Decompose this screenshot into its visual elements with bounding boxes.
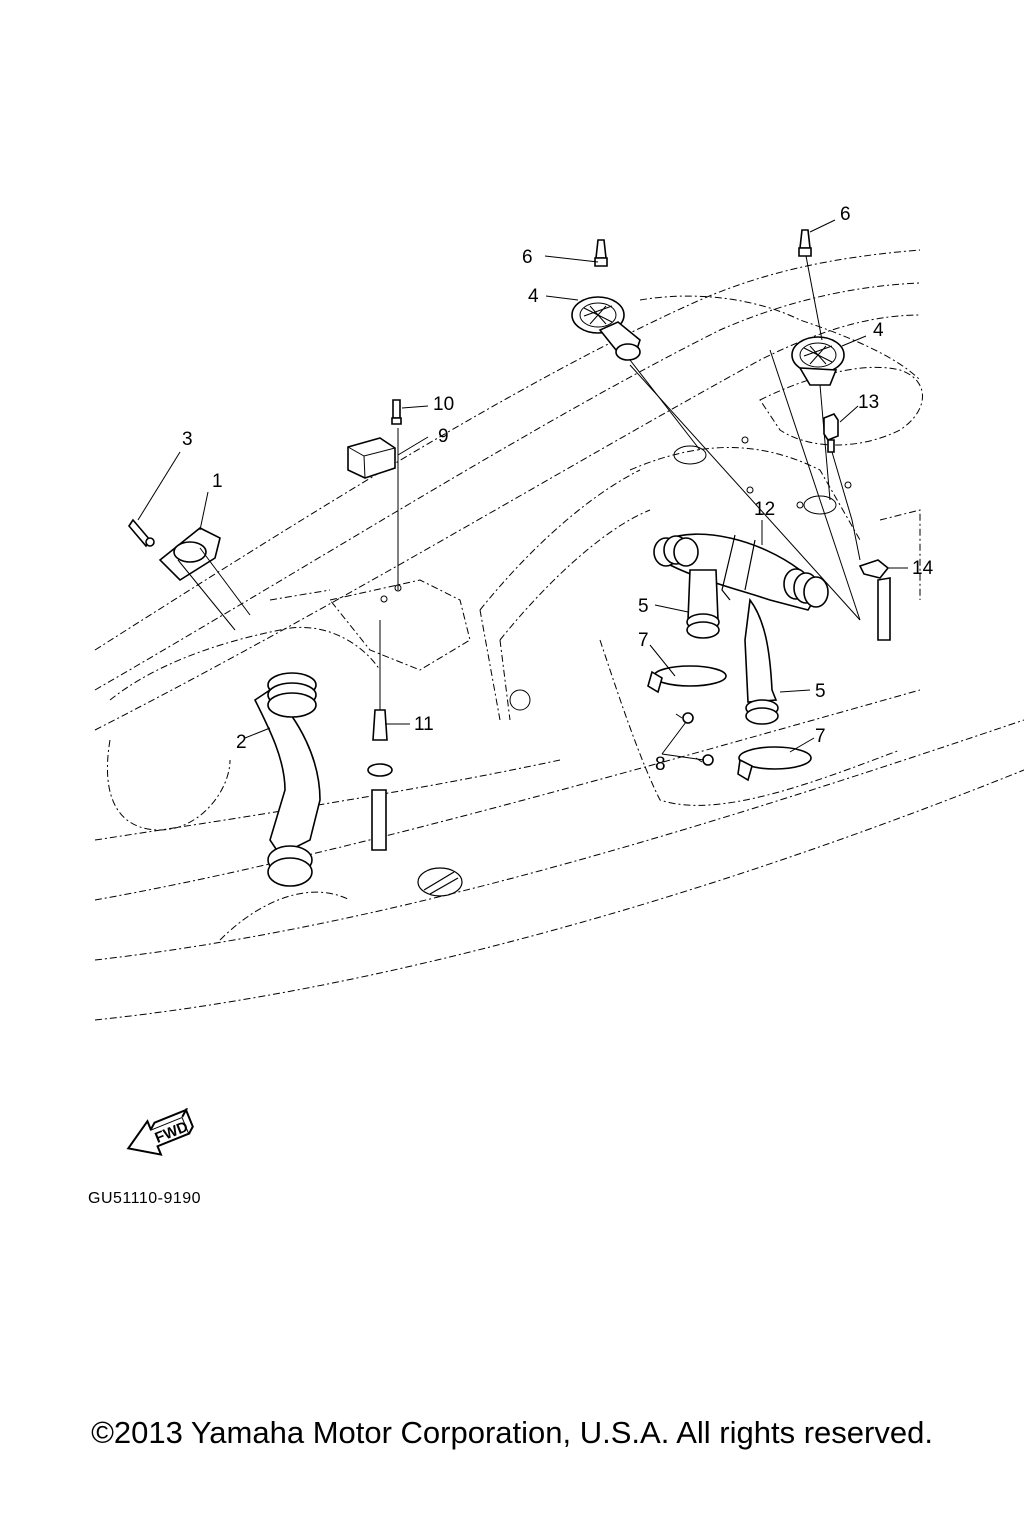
copyright-notice: ©2013 Yamaha Motor Corporation, U.S.A. A…: [91, 1415, 933, 1450]
callout-13: 13: [858, 392, 879, 413]
callout-6-right: 6: [840, 204, 851, 225]
callout-2: 2: [236, 732, 247, 753]
hose-5-a: [686, 569, 720, 639]
clip-14: [858, 559, 891, 641]
drawing-code: GU51110-9190: [88, 1190, 202, 1207]
clamp-7-b: [737, 746, 812, 782]
rivet-3: [127, 518, 155, 548]
vent-4-right: [791, 336, 845, 501]
callout-12: 12: [754, 499, 775, 520]
callout-4-right: 4: [873, 320, 884, 341]
sensor-13: [823, 413, 861, 561]
screw-8-b: [695, 754, 714, 766]
duct-flange-1: [158, 527, 251, 631]
callout-numbers: 1 2 3 4 4 5 5 6 6 7 7 8 9 10 11 12 13 14: [182, 204, 934, 775]
callout-7-b: 7: [815, 726, 826, 747]
callout-8: 8: [655, 754, 666, 775]
callout-10: 10: [433, 394, 454, 415]
screw-8-a: [675, 712, 694, 724]
callout-6-left: 6: [522, 247, 533, 268]
callout-5-a: 5: [638, 596, 649, 617]
t-duct-12: [653, 533, 829, 611]
rivet-6-right: [798, 229, 823, 341]
clamp-7-a: [647, 665, 727, 694]
vent-4-left: [571, 296, 701, 451]
hose-5-b: [744, 597, 779, 725]
module-9: [347, 437, 396, 479]
callout-5-b: 5: [815, 681, 826, 702]
rivet-10: [391, 399, 402, 425]
deck-openings: [380, 436, 852, 897]
callout-3: 3: [182, 429, 193, 450]
callout-11: 11: [414, 714, 434, 735]
callout-9: 9: [438, 426, 449, 447]
callout-14: 14: [912, 558, 934, 579]
fwd-arrow-icon: FWD: [126, 1107, 194, 1156]
sensor-11: [367, 620, 393, 851]
callout-1: 1: [212, 471, 223, 492]
rivet-6-left: [594, 239, 608, 267]
callout-7-a: 7: [638, 630, 649, 651]
leader-lines: [137, 219, 908, 761]
bellows-hose-2: [253, 672, 321, 887]
callout-4-left: 4: [528, 286, 539, 307]
